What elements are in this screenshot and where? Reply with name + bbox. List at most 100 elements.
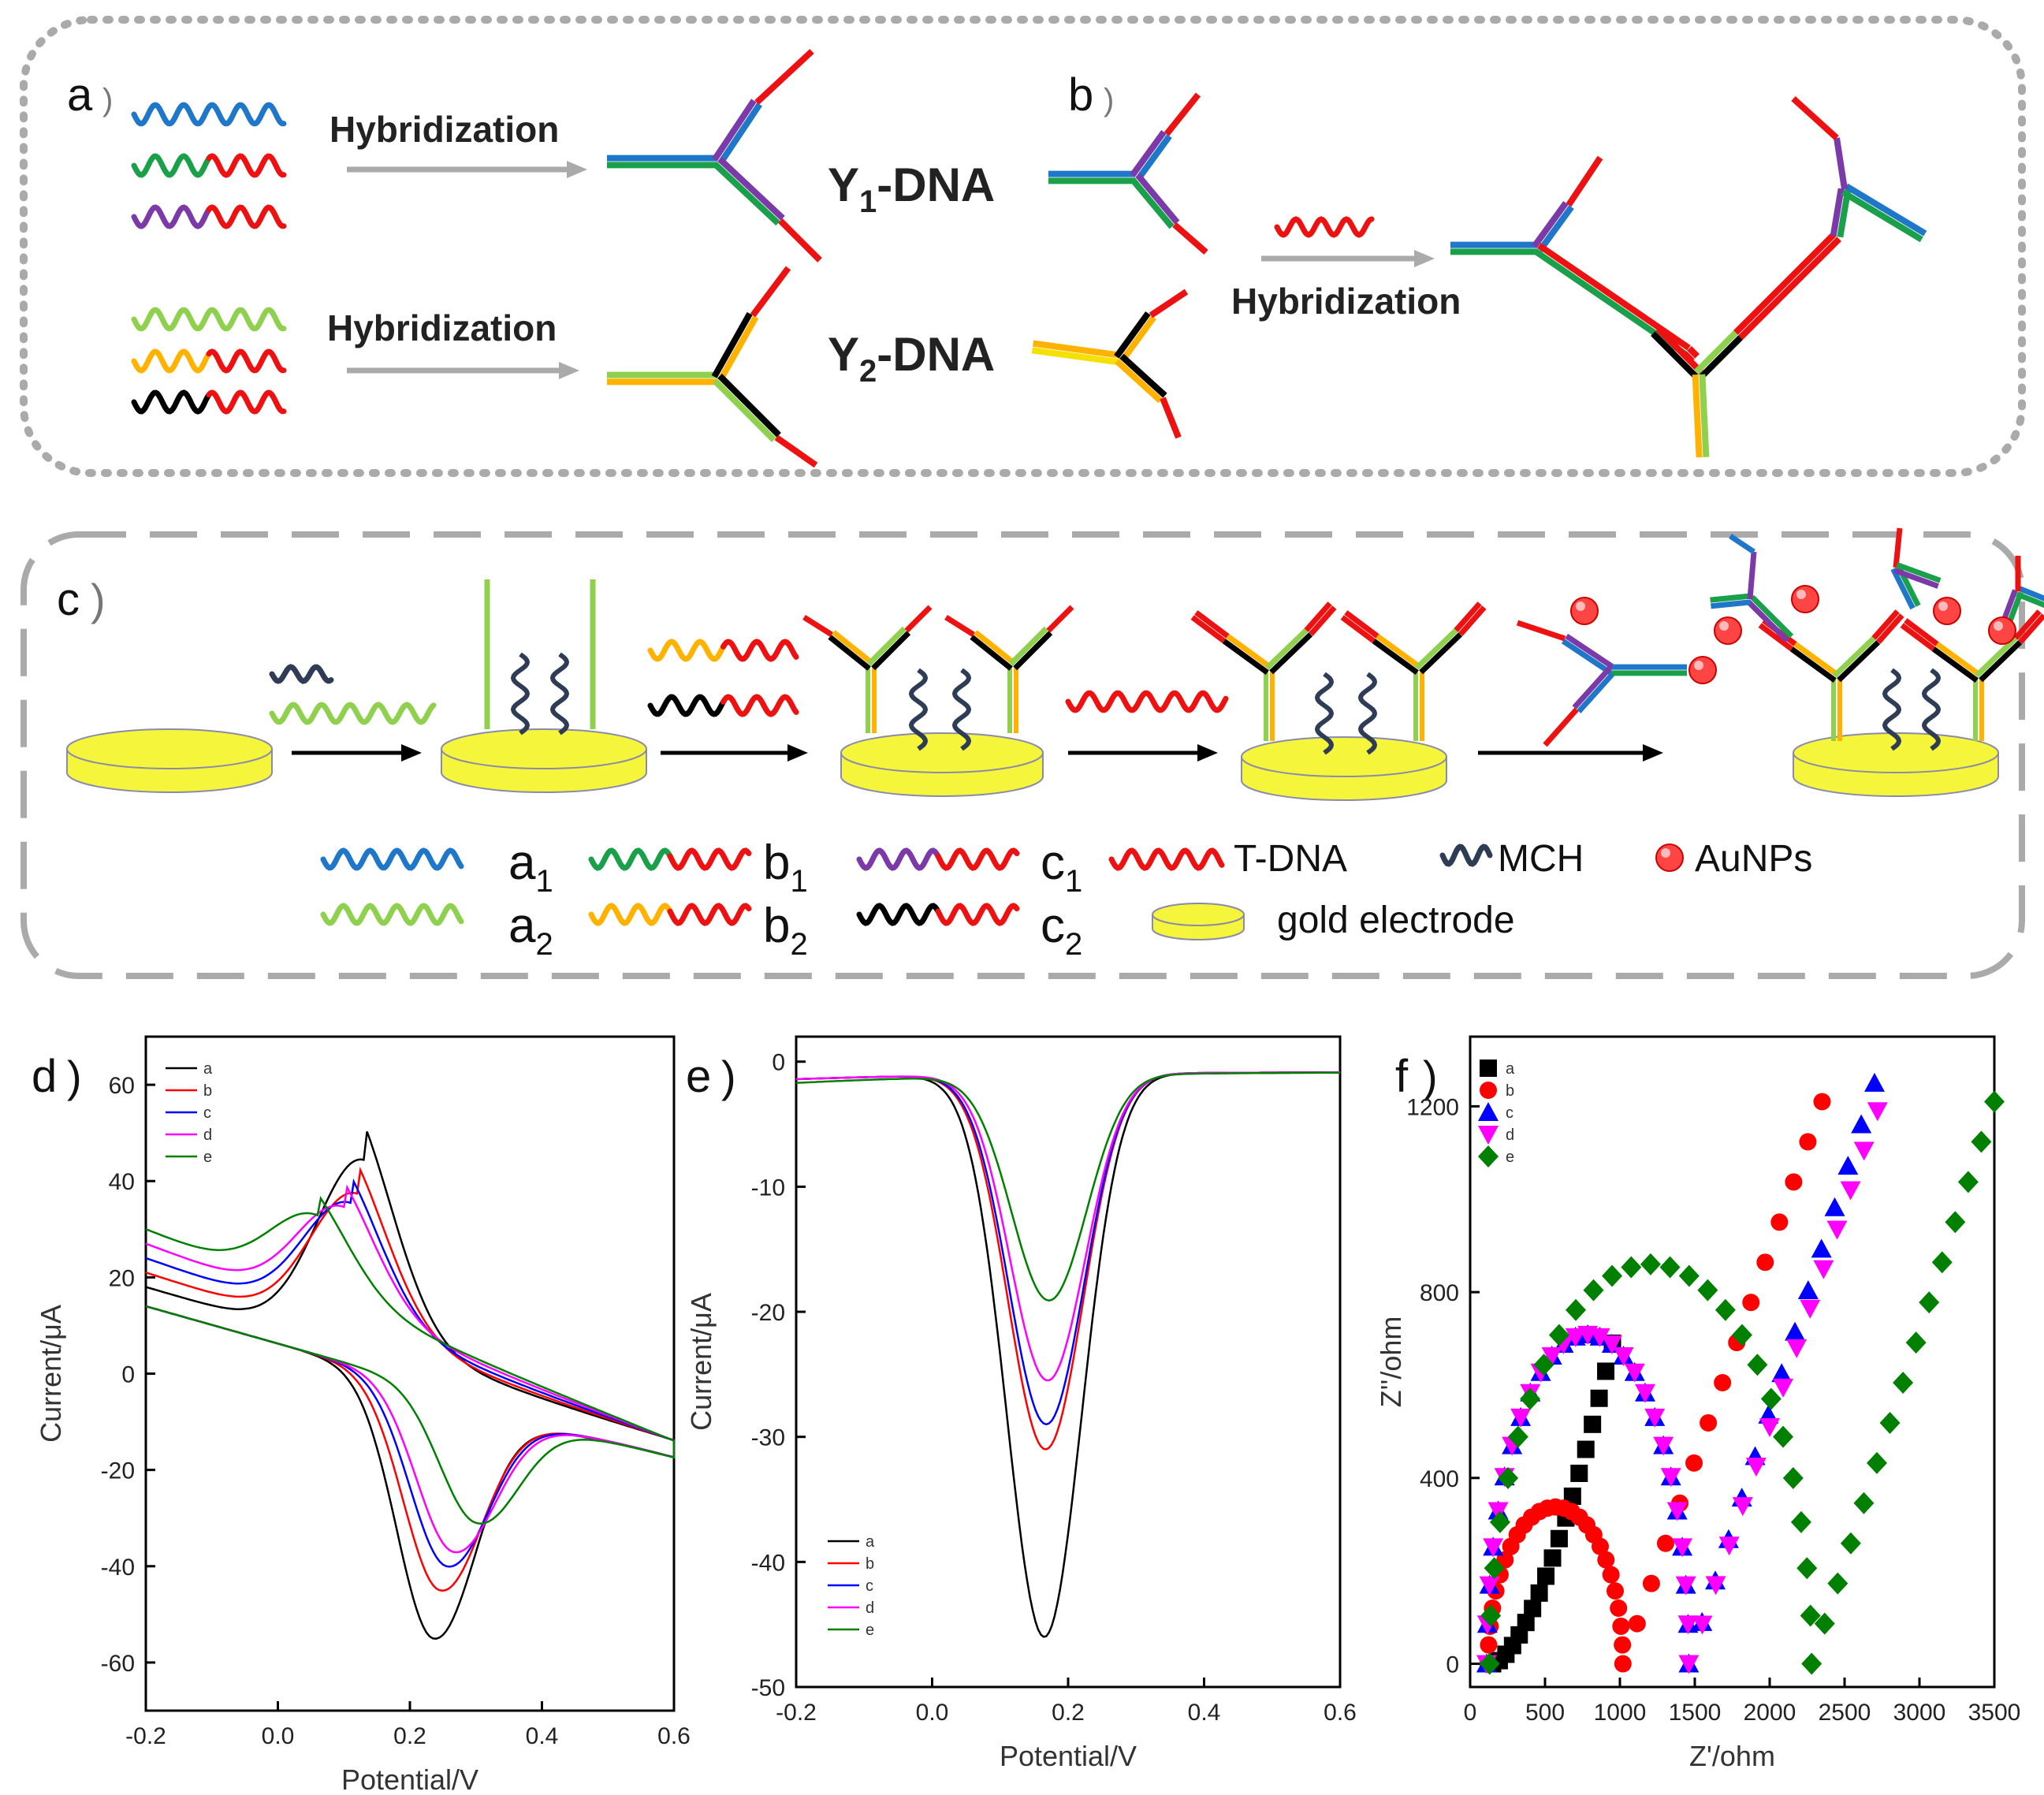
nyquist-point-d: [1589, 1328, 1610, 1347]
middle-frame: [20, 531, 2025, 979]
legend-strand-mch: [1439, 844, 1493, 867]
nyquist-point-c: [1797, 1280, 1819, 1300]
mch-strand: [549, 652, 570, 736]
schematic: [66, 49, 2044, 940]
cv-curve-d: [145, 1184, 676, 1554]
legend-aunp: [1655, 844, 1684, 872]
nyquist-point-d: [1678, 1655, 1700, 1674]
svg-text:): ): [102, 83, 113, 117]
nyquist-point-d: [1853, 1141, 1875, 1161]
cv-curve-c: [145, 1178, 676, 1568]
mch-strand: [1314, 672, 1335, 755]
nyquist-point-b: [1642, 1574, 1660, 1592]
x-axis-label: Z'/ohm: [1689, 1740, 1775, 1772]
nyquist-point-e: [1480, 1604, 1502, 1627]
nyquist-point-c: [1864, 1072, 1885, 1092]
nyquist-point-e: [1827, 1572, 1849, 1595]
legend-label-e: e: [866, 1622, 874, 1639]
nyquist-point-e: [1507, 1425, 1528, 1448]
nyquist-point-d: [1479, 1576, 1500, 1596]
svg-text:): ): [721, 1052, 736, 1101]
nyquist-point-d: [1692, 1615, 1713, 1635]
legend-marker-c: [1478, 1102, 1499, 1121]
nyquist-point-d: [1732, 1497, 1753, 1517]
legend-strand-b2: [588, 903, 752, 926]
y-tick-label: 400: [1420, 1466, 1459, 1492]
nyquist-point-b: [1685, 1454, 1703, 1472]
electrode-4: [1241, 736, 1447, 801]
y-tick-label: 20: [109, 1265, 135, 1291]
legend-gold-electrode: [1152, 903, 1245, 940]
nyquist-point-b: [1813, 1093, 1831, 1111]
legend-label-a: a: [203, 1060, 213, 1078]
nyquist-point-e: [1566, 1298, 1587, 1321]
legend-strand-c2: [856, 903, 1020, 926]
nyquist-point-e: [1919, 1291, 1940, 1314]
nyquist-point-e: [1548, 1324, 1569, 1346]
svg-text:): ): [91, 575, 106, 624]
nyquist-point-e: [1971, 1130, 1992, 1153]
nyquist-point-e: [1640, 1253, 1661, 1275]
mch-strand: [908, 668, 929, 751]
aunp-bound: [1988, 616, 2016, 645]
arrow-hybrid-2: [347, 362, 579, 379]
hybridization-label-2: Hybridization: [327, 307, 557, 348]
nyquist-point-b: [1656, 1534, 1674, 1552]
nyquist-point-d: [1745, 1458, 1767, 1477]
nyquist-point-d: [1840, 1181, 1861, 1201]
electrode-5: [1793, 732, 1999, 797]
nyquist-point-e: [1853, 1491, 1875, 1514]
top-frame: [20, 16, 2026, 477]
nyquist-point-e: [1773, 1425, 1794, 1448]
nyquist-point-c: [1851, 1114, 1872, 1134]
cv-curve-a: [145, 1130, 676, 1640]
legend-strand-b1: [588, 847, 752, 871]
nyquist-point-d: [1705, 1576, 1726, 1596]
nyquist-point-b: [1756, 1253, 1774, 1272]
plot-frame: [144, 1035, 676, 1712]
nyquist-point-d: [1867, 1102, 1888, 1122]
nyquist-point-b: [1591, 1537, 1609, 1555]
nyquist-point-e: [1697, 1279, 1718, 1302]
y-tick-label: 40: [109, 1169, 135, 1195]
y-axis-label: Current/μA: [685, 1293, 717, 1431]
nyquist-point-d: [1541, 1347, 1562, 1367]
x-tick-label: -0.2: [776, 1700, 817, 1726]
nyquist-point-a: [1570, 1464, 1588, 1482]
nyquist-point-a: [1563, 1488, 1581, 1506]
y-tick-label: 0: [772, 1050, 785, 1076]
nyquist-point-c: [1785, 1321, 1806, 1341]
nyquist-point-d: [1487, 1502, 1509, 1521]
x-tick-label: -0.2: [125, 1723, 166, 1749]
strand-b2-c: [647, 639, 799, 662]
legend-label-b: b: [203, 1082, 212, 1100]
nyquist-point-d: [1653, 1436, 1674, 1456]
y-tick-label: 1200: [1406, 1094, 1459, 1120]
plot-frame: [795, 1035, 1342, 1689]
nyquist-point-e: [1602, 1264, 1623, 1287]
x-tick-label: 0.0: [262, 1723, 295, 1749]
aunp-bound: [1791, 585, 1819, 613]
legend-a1: a1: [508, 836, 553, 899]
x-tick-label: 0.2: [1052, 1700, 1085, 1726]
nyquist-point-e: [1678, 1264, 1700, 1287]
nyquist-point-e: [1583, 1279, 1604, 1302]
nyquist-point-a: [1597, 1362, 1615, 1380]
nyquist-point-e: [1621, 1256, 1642, 1279]
nyquist-point-d: [1613, 1347, 1634, 1367]
legend-label-e: e: [1506, 1149, 1514, 1166]
nyquist-point-e: [1893, 1372, 1914, 1395]
nyquist-point-e: [1840, 1532, 1861, 1555]
nyquist-point-d: [1644, 1408, 1666, 1428]
nyquist-point-e: [1715, 1298, 1736, 1321]
legend: a1 b1 c1 a2 b2 c2 T-DNA MCH AuNPs gold e…: [508, 836, 1812, 962]
x-axis-label: Potential/V: [1000, 1740, 1137, 1772]
nyquist-point-a: [1524, 1599, 1542, 1618]
nyquist-point-e: [1479, 1652, 1500, 1675]
arrow-c1: [292, 744, 422, 762]
x-tick-label: 0.6: [657, 1723, 691, 1749]
legend-c2: c2: [1041, 899, 1082, 962]
